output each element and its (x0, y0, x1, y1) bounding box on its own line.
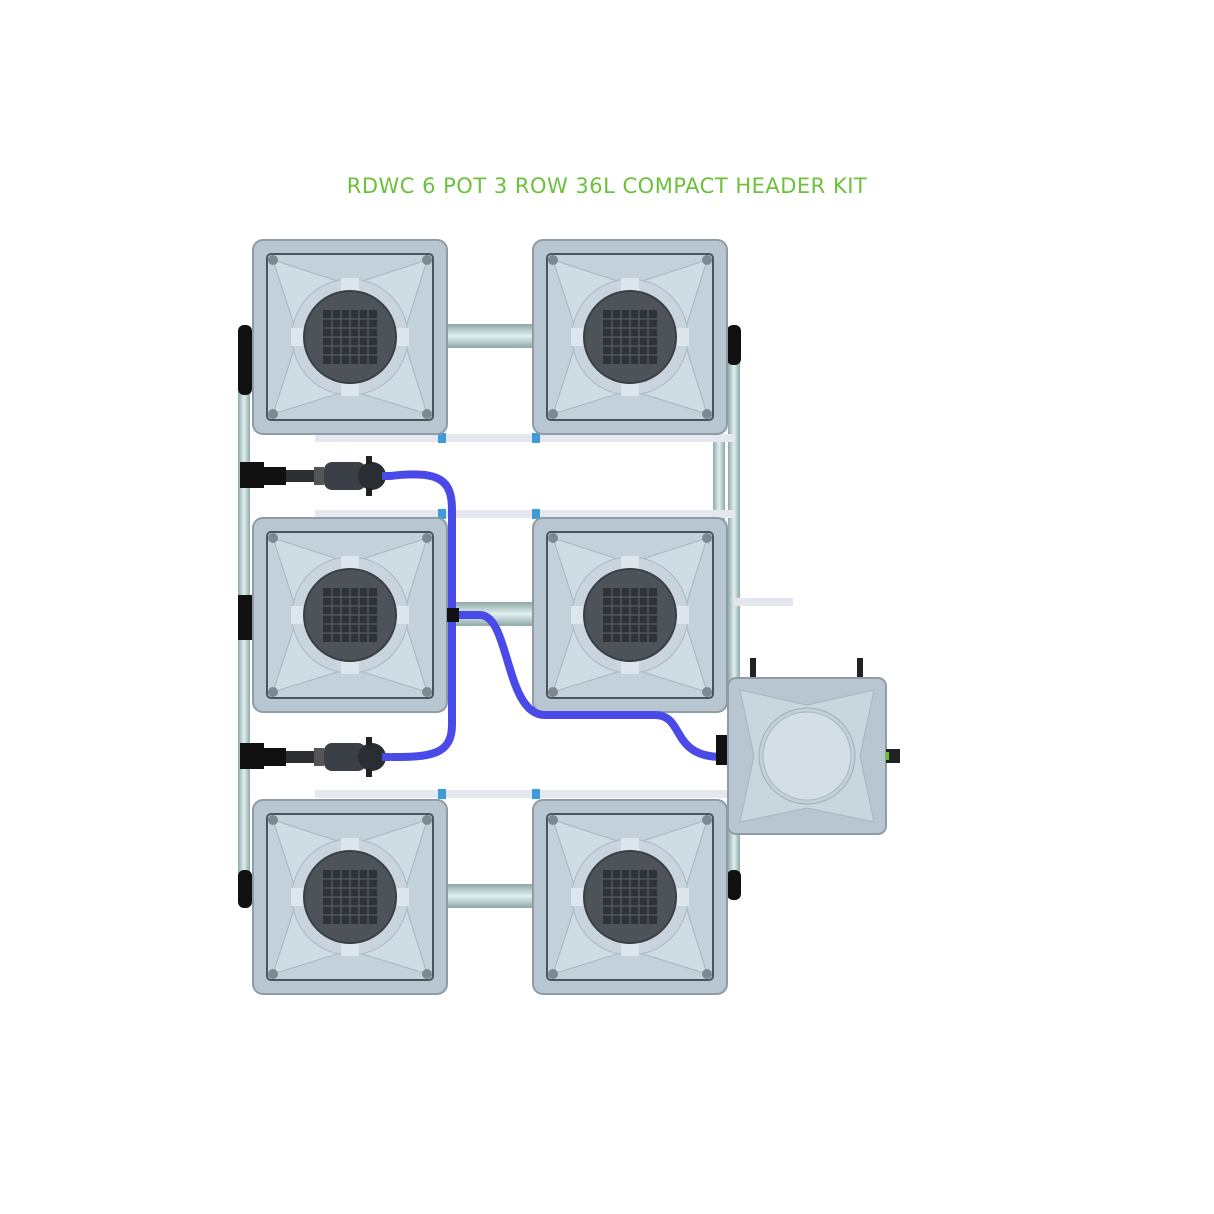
pump-lower (264, 737, 390, 777)
pot-top-left (252, 239, 448, 435)
hose-main (448, 611, 726, 761)
pot-top-right (532, 239, 728, 435)
pot-bottom-right (532, 799, 728, 995)
pot-middle-left (252, 517, 448, 713)
pot-bottom-left (252, 799, 448, 995)
support-rails (315, 433, 735, 799)
kit-title: RDWC 6 POT 3 ROW 36L COMPACT HEADER KIT (346, 174, 868, 198)
pot-middle-right (532, 517, 728, 713)
pump-upper (264, 456, 390, 496)
return-pipe-left (238, 325, 264, 908)
header-tank (727, 658, 900, 835)
